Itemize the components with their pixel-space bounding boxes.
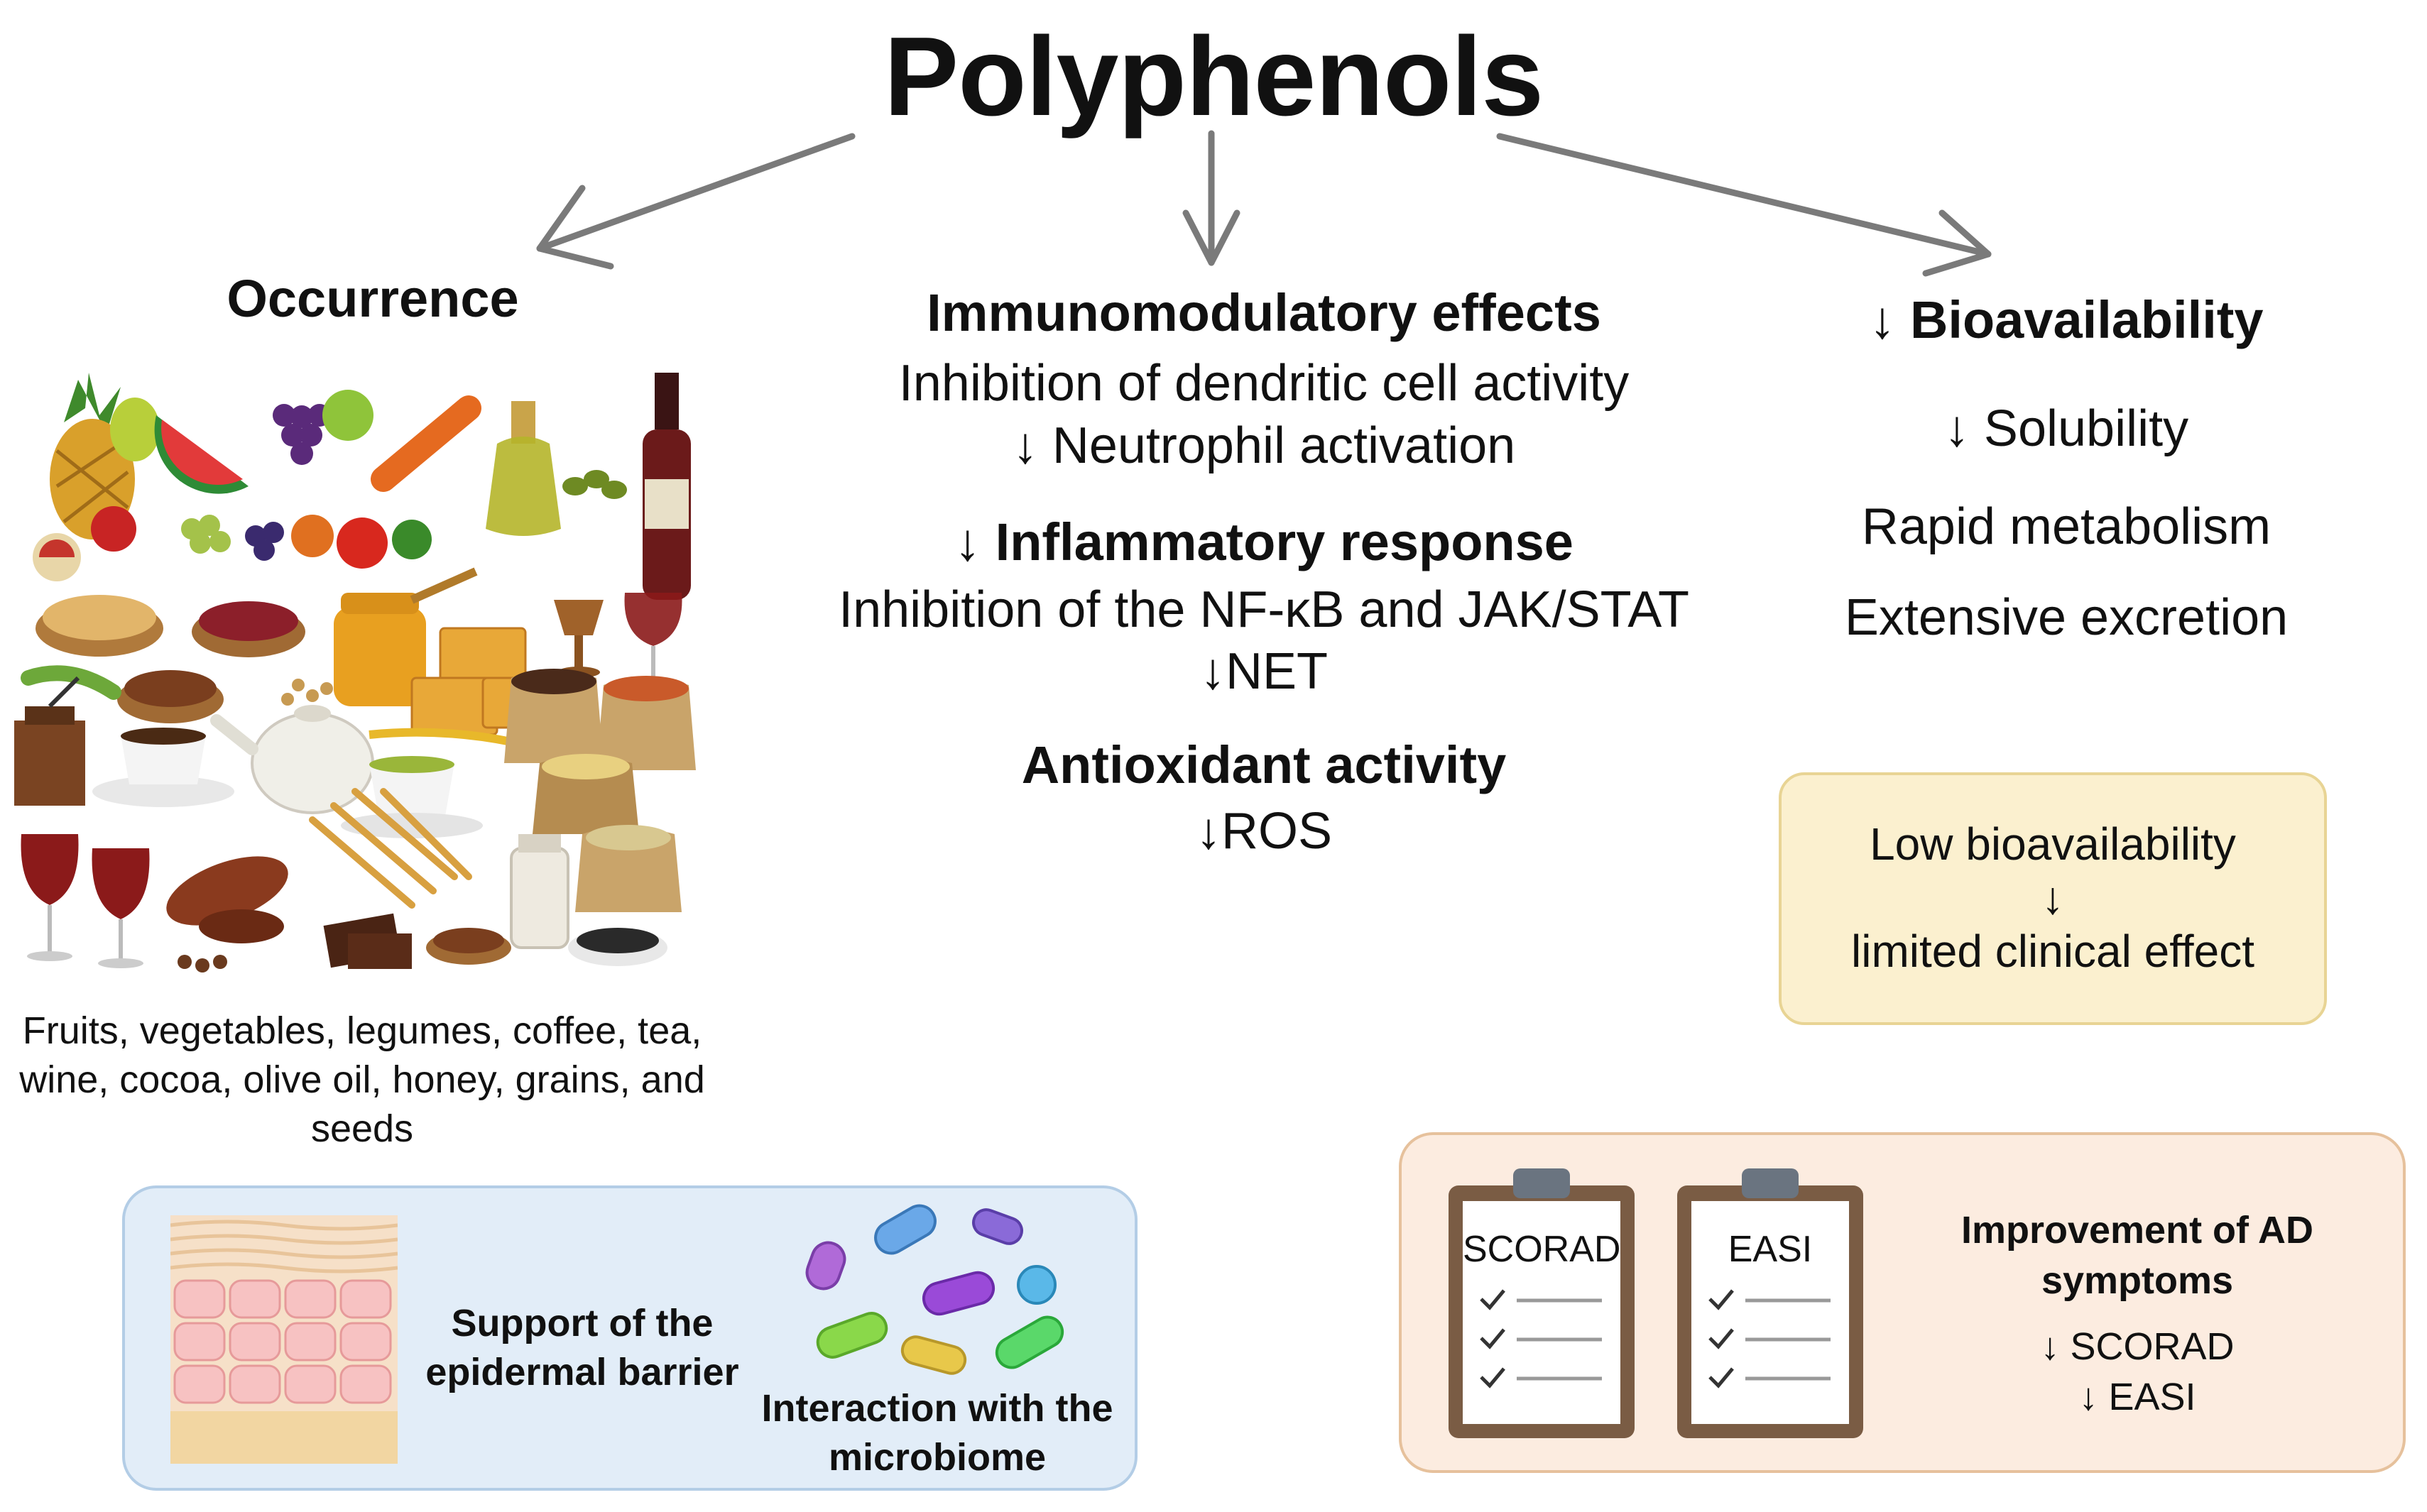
bacterium-icon bbox=[922, 1271, 996, 1316]
chocolate-icon bbox=[323, 913, 412, 969]
microbiome-label: Interaction with the microbiome bbox=[761, 1387, 1113, 1479]
wheat-icon bbox=[309, 788, 472, 909]
apple-icon bbox=[322, 390, 373, 441]
coffee-cup-icon bbox=[92, 728, 234, 807]
green-tea-cup-icon bbox=[341, 756, 483, 838]
net-line: ↓NET bbox=[1200, 643, 1328, 701]
fruits-row bbox=[33, 506, 432, 581]
inflammatory-title: ↓ Inflammatory response bbox=[954, 512, 1574, 571]
epidermal-barrier-label: Support of the epidermal barrier bbox=[425, 1302, 739, 1394]
milk-jar-icon bbox=[510, 834, 569, 949]
bioavailability-column: ↓ Bioavailability ↓ Solubility Rapid met… bbox=[1747, 290, 2386, 649]
rapid-metabolism-line: Rapid metabolism bbox=[1861, 498, 2271, 555]
neutrophil-line: ↓ Neutrophil activation bbox=[1012, 417, 1516, 474]
cocoa-pods-icon bbox=[166, 856, 288, 973]
bacterium-icon bbox=[874, 1204, 937, 1255]
ad-scores: ↓ SCORAD ↓ EASI bbox=[1889, 1322, 2386, 1423]
bacterium-icon bbox=[995, 1315, 1064, 1369]
ros-line: ↓ROS bbox=[1195, 803, 1333, 860]
arrow-to-immunomodulatory bbox=[1182, 130, 1240, 266]
nfkb-jakstat-line: Inhibition of the NF-κB and JAK/STAT bbox=[839, 581, 1689, 638]
wine-bottle-icon bbox=[643, 373, 691, 600]
bacterium-icon bbox=[816, 1312, 888, 1359]
bioavailability-title: ↓ Bioavailability bbox=[1869, 290, 2264, 349]
legume-bowls bbox=[21, 595, 333, 723]
microbiome-bacteria-icon bbox=[805, 1204, 1064, 1375]
occurrence-title: Occurrence bbox=[227, 269, 519, 328]
grapes-icon bbox=[273, 404, 331, 465]
occurrence-description: Fruits, vegetables, legumes, coffee, tea… bbox=[19, 1009, 705, 1151]
food-sources-illustration bbox=[14, 373, 696, 973]
scorad-decrease: ↓ SCORAD bbox=[2040, 1325, 2235, 1368]
arrow-to-bioavailability bbox=[1496, 133, 1992, 277]
limited-clinical-effect-text: limited clinical effect bbox=[1851, 926, 2254, 977]
immunomodulatory-title: Immunomodulatory effects bbox=[927, 283, 1601, 342]
bacterium-icon bbox=[900, 1335, 967, 1375]
low-bioavailability-text: Low bioavailability bbox=[1870, 818, 2236, 870]
scorad-clipboard-icon bbox=[1449, 1168, 1635, 1438]
bacterium-icon bbox=[972, 1208, 1023, 1245]
honey-jar-icon bbox=[334, 567, 478, 706]
immunomodulatory-column: Immunomodulatory effects Inhibition of d… bbox=[824, 283, 1704, 863]
pear-icon bbox=[110, 398, 160, 461]
low-bioavailability-box: Low bioavailability ↓ limited clinical e… bbox=[1779, 772, 2327, 1025]
extensive-excretion-line: Extensive excretion bbox=[1844, 588, 2289, 646]
arrow-to-occurrence bbox=[536, 133, 856, 270]
ad-improvement-title: Improvement of AD symptoms bbox=[1960, 1209, 2314, 1303]
down-arrow-icon: ↓ bbox=[2041, 872, 2064, 924]
easi-clipboard-icon bbox=[1677, 1168, 1863, 1438]
wooden-goblet-icon bbox=[554, 600, 604, 678]
seed-bowls-icon bbox=[426, 825, 682, 966]
olives-icon bbox=[562, 470, 627, 499]
diagram-title: Polyphenols bbox=[883, 14, 1544, 139]
dendritic-cell-line: Inhibition of dendritic cell activity bbox=[898, 355, 1630, 412]
grain-sacks-icon bbox=[504, 669, 696, 834]
antioxidant-title: Antioxidant activity bbox=[1021, 735, 1507, 795]
bacterium-icon bbox=[1017, 1265, 1057, 1305]
carrot-icon bbox=[371, 395, 481, 492]
red-wine-glasses-icon bbox=[21, 834, 150, 968]
easi-label: EASI bbox=[1728, 1229, 1813, 1270]
easi-decrease: ↓ EASI bbox=[2078, 1376, 2196, 1419]
skin-layers-icon bbox=[170, 1215, 398, 1464]
teapot-icon bbox=[210, 705, 374, 814]
coffee-grinder-icon bbox=[14, 676, 85, 806]
solubility-line: ↓ Solubility bbox=[1943, 400, 2189, 457]
scorad-label: SCORAD bbox=[1463, 1229, 1621, 1270]
bacterium-icon bbox=[805, 1241, 846, 1291]
olive-oil-bottle-icon bbox=[486, 401, 561, 536]
